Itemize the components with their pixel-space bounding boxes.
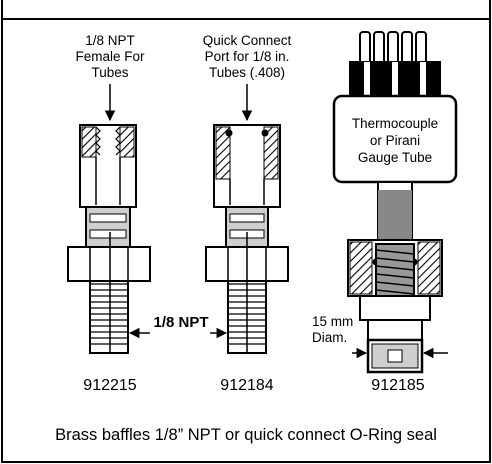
- fitting-2-part-number: 912184: [220, 377, 273, 394]
- npt-callout-label: 1/8 NPT: [153, 314, 208, 331]
- gauge-tube-label-line-2: or Pirani: [370, 133, 420, 148]
- fitting-1-part-number: 912215: [83, 377, 136, 394]
- fitting-1-label-line-3: Tubes: [91, 65, 128, 80]
- fitting-2-label-line-1: Quick Connect: [203, 33, 292, 48]
- diameter-label-line-2: Diam.: [312, 330, 347, 345]
- figure-caption: Brass baffles 1/8” NPT or quick connect …: [55, 426, 437, 444]
- diameter-label-line-1: 15 mm: [312, 314, 353, 329]
- fitting-1-label-line-1: 1/8 NPT: [85, 33, 135, 48]
- fitting-2-label-line-3: Tubes (.408): [209, 65, 285, 80]
- fitting-2-label-line-2: Port for 1/8 in.: [205, 49, 290, 64]
- npt-callout: 1/8 NPT: [128, 314, 228, 339]
- fitting-912184: Quick Connect Port for 1/8 in. Tubes (.4…: [203, 33, 292, 394]
- gauge-tube-label-line-3: Gauge Tube: [358, 150, 432, 165]
- fitting-912185: Thermocouple or Pirani Gauge Tube 15 mm …: [312, 31, 458, 394]
- fitting-3-part-number: 912185: [371, 377, 424, 394]
- fitting-912215: 1/8 NPT Female For Tubes 912215: [67, 33, 151, 394]
- gauge-tube-label-line-1: Thermocouple: [352, 116, 438, 131]
- fitting-1-label-line-2: Female For: [75, 49, 145, 64]
